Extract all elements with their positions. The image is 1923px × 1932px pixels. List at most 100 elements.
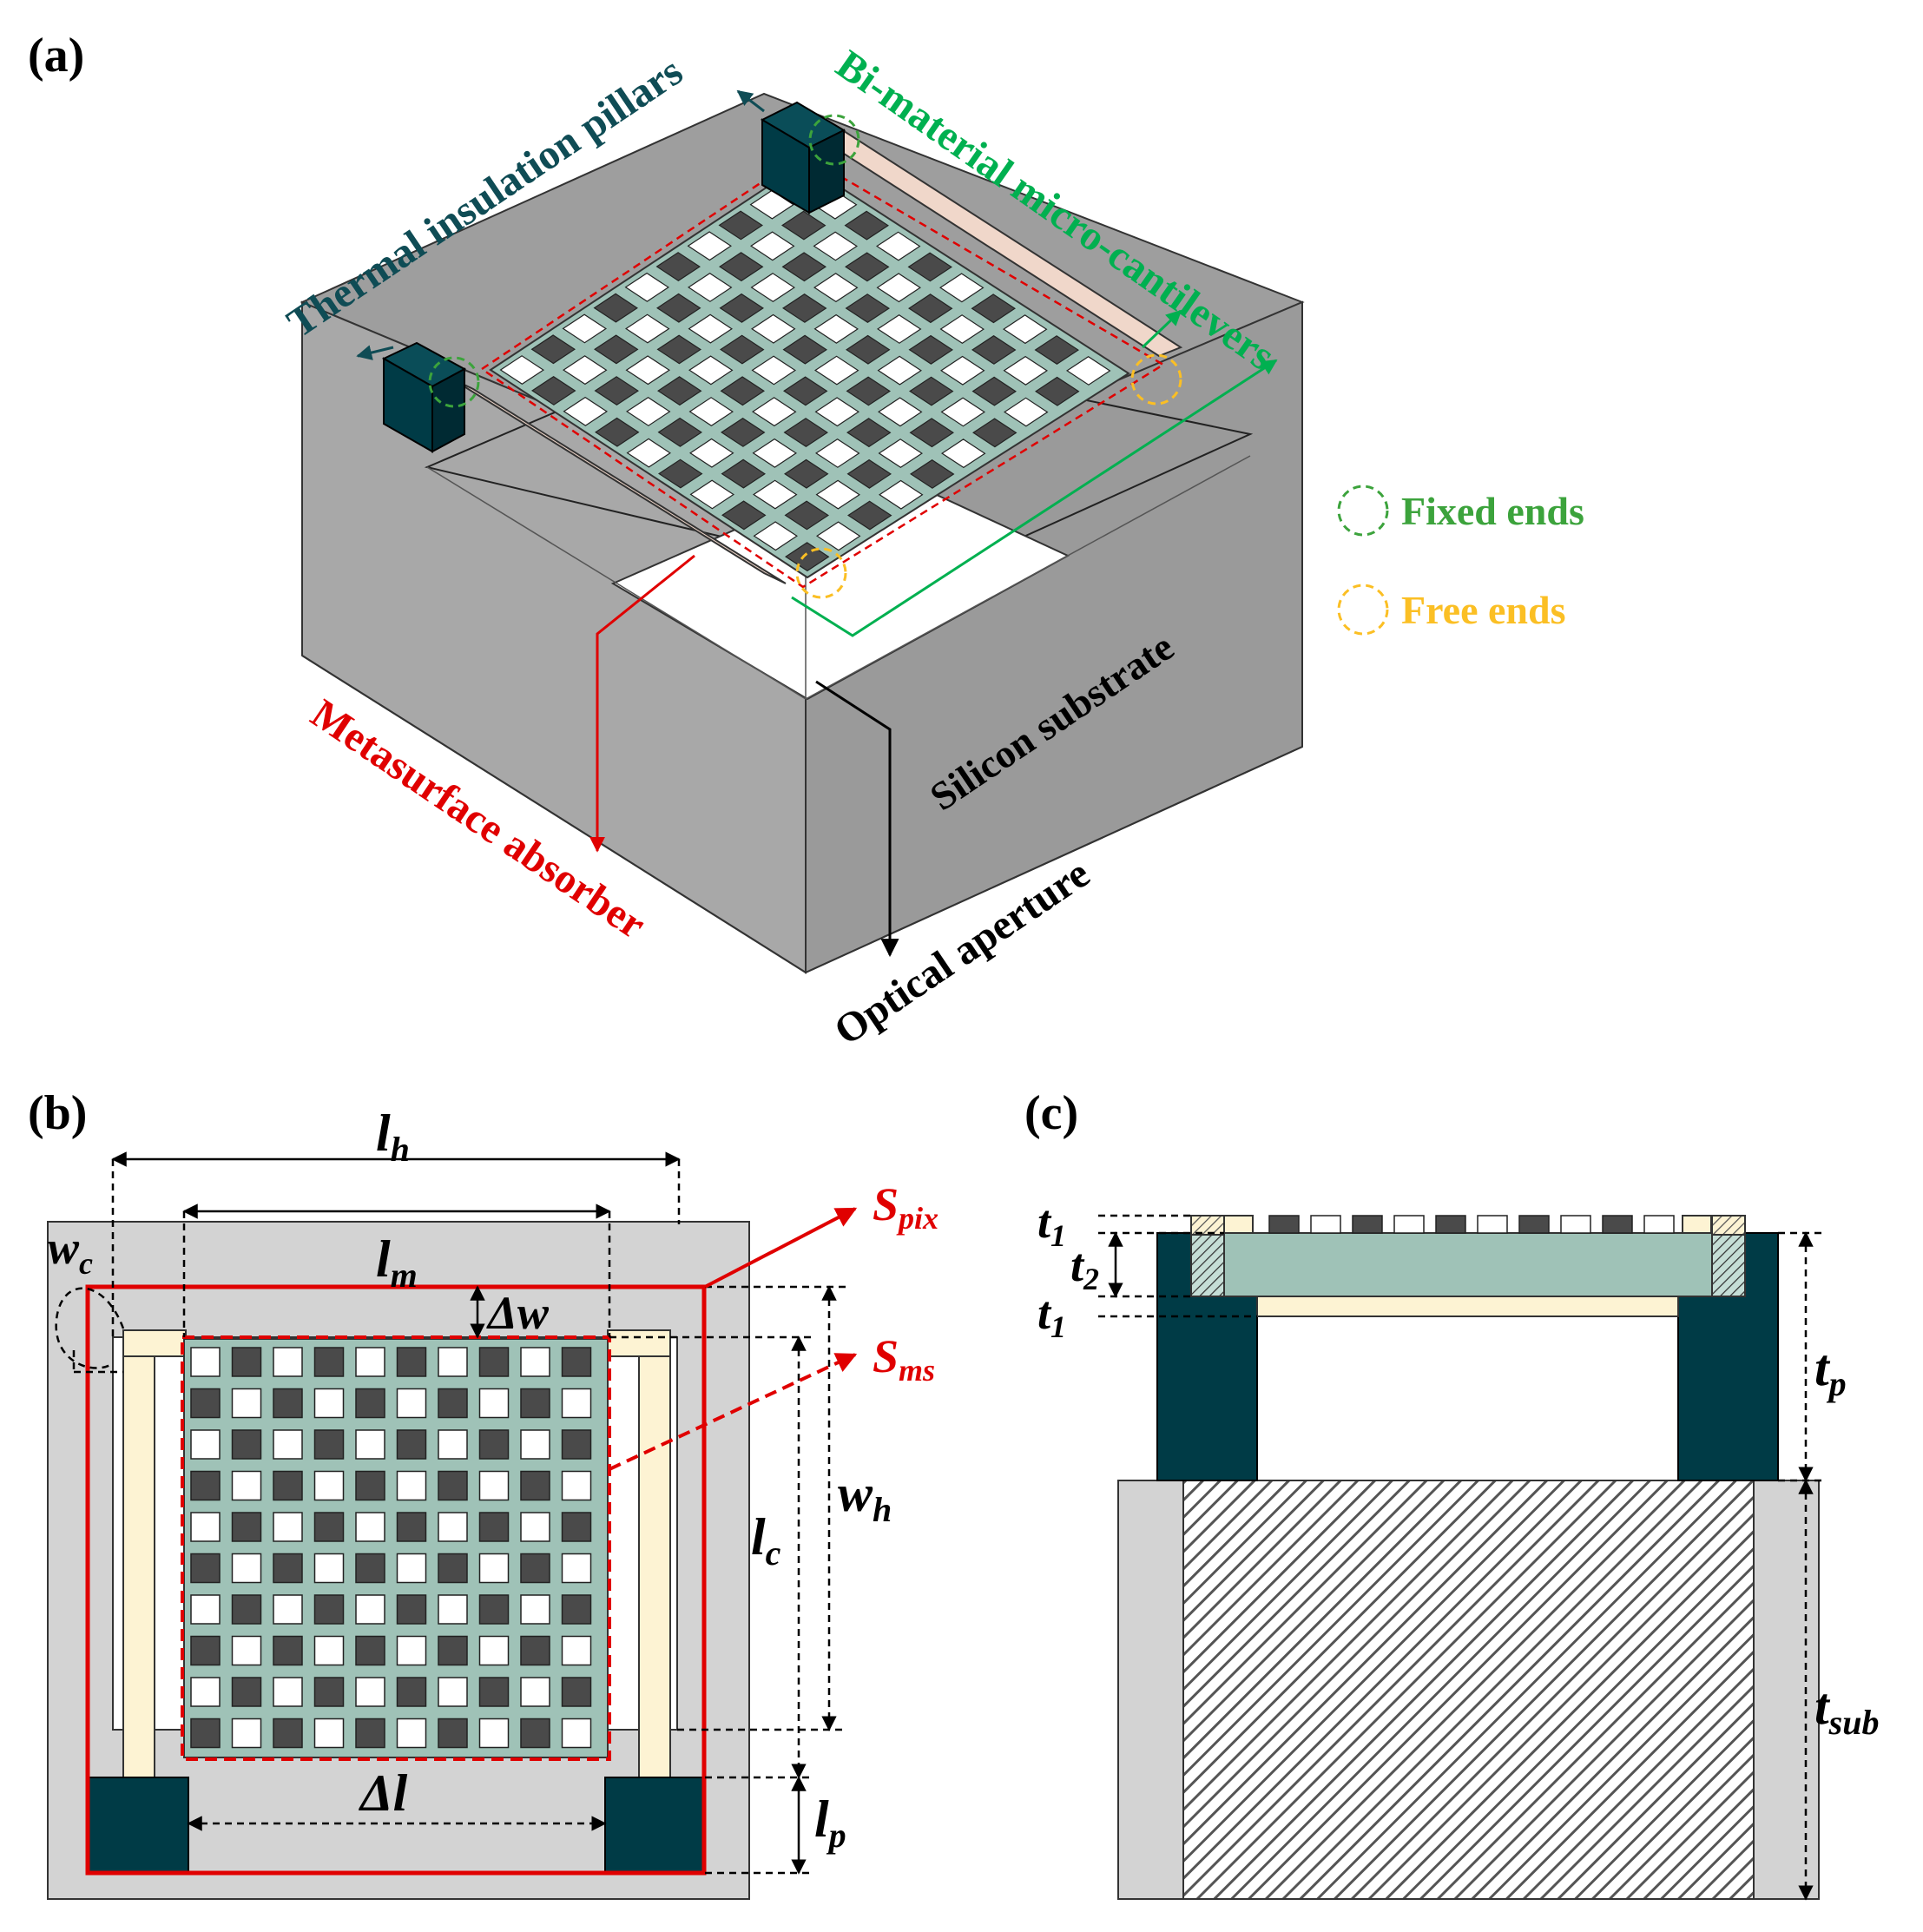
unit-cell <box>478 1429 510 1460</box>
section-cell <box>1352 1215 1383 1234</box>
unit-cell <box>190 1553 221 1584</box>
unit-cell <box>313 1512 345 1542</box>
plate-cell <box>752 438 797 468</box>
substrate-hatched <box>1182 1480 1755 1900</box>
plate-cell <box>689 438 734 468</box>
plate-cell <box>815 438 860 468</box>
section-cell <box>1435 1215 1466 1234</box>
unit-cell <box>520 1429 550 1460</box>
panel-a: (a) <box>28 29 1584 1054</box>
layer-hatch-left <box>1190 1232 1225 1297</box>
unit-cell <box>355 1553 385 1584</box>
unit-cell <box>313 1718 345 1749</box>
unit-cell <box>396 1677 427 1707</box>
plate-cell <box>594 376 639 406</box>
unit-cell <box>561 1553 592 1584</box>
plate-cell <box>783 376 828 406</box>
plate-cell <box>720 376 765 406</box>
plate-cell <box>844 210 889 241</box>
plate-cell <box>721 417 766 447</box>
plate-cell <box>594 334 639 365</box>
unit-cell <box>396 1718 427 1749</box>
unit-cell <box>190 1470 221 1501</box>
cantilever-right <box>638 1329 671 1778</box>
plate-cell <box>595 417 640 447</box>
unit-cell <box>313 1388 345 1419</box>
unit-cell <box>396 1470 427 1501</box>
plate-cell <box>846 376 891 406</box>
unit-cell <box>273 1347 303 1377</box>
unit-cell <box>313 1553 345 1584</box>
plate-cell <box>846 418 892 448</box>
unit-cell <box>478 1553 510 1584</box>
plate-cell <box>814 397 859 427</box>
unit-cell <box>478 1677 510 1707</box>
dl-symbol: Δl <box>359 1764 408 1822</box>
plate-cell <box>971 376 1017 406</box>
plate-cell <box>784 500 829 531</box>
plate-cell <box>909 376 954 406</box>
unit-cell <box>438 1347 468 1377</box>
unit-cell <box>231 1512 262 1542</box>
plate-cell <box>940 397 985 427</box>
plate-cell <box>688 397 734 427</box>
unit-cell <box>273 1594 303 1625</box>
spix-arrow <box>704 1207 858 1289</box>
top-beige-right <box>1682 1215 1712 1234</box>
wc-symbol: wc <box>48 1222 93 1281</box>
plate-cell <box>814 355 859 386</box>
unit-cell <box>520 1512 550 1542</box>
top-beige-left <box>1223 1215 1254 1234</box>
unit-cell <box>561 1512 592 1542</box>
sms-arrow <box>609 1353 858 1471</box>
plate-cell <box>1004 397 1049 427</box>
plate-cell <box>909 418 954 448</box>
unit-cell <box>438 1429 468 1460</box>
lc-symbol: lc <box>751 1508 781 1573</box>
wh-symbol: wh <box>838 1465 892 1529</box>
plate-cell <box>878 397 923 427</box>
plate-cell <box>626 438 671 468</box>
top-hatch-left <box>1190 1215 1225 1236</box>
unit-cell <box>396 1347 427 1377</box>
unit-cell <box>478 1470 510 1501</box>
unit-cell <box>478 1347 510 1377</box>
plate-cell <box>815 479 860 510</box>
pillar-arrow-right <box>736 89 765 113</box>
unit-cell <box>561 1677 592 1707</box>
t2-symbol: t2 <box>1070 1239 1099 1296</box>
legend-fixed-label: Fixed ends <box>1401 489 1584 533</box>
unit-cell <box>478 1512 510 1542</box>
plate-cell <box>1035 376 1080 406</box>
unit-cell <box>355 1594 385 1625</box>
plate-cell <box>625 355 670 386</box>
unit-cell <box>273 1677 303 1707</box>
lm-symbol: lm <box>376 1230 418 1295</box>
unit-cell <box>478 1635 510 1666</box>
unit-cell <box>273 1635 303 1666</box>
plate-cell <box>687 231 732 261</box>
plate-cell <box>657 417 702 447</box>
unit-cell <box>520 1388 550 1419</box>
absorber-outline <box>479 153 1166 589</box>
unit-cell <box>438 1677 468 1707</box>
plate-cell <box>846 458 892 489</box>
plate-cell <box>656 334 701 365</box>
plate-cell <box>876 231 921 261</box>
plate-cell <box>499 355 544 386</box>
plate-cell <box>563 396 608 426</box>
unit-cell <box>520 1553 550 1584</box>
unit-cell <box>190 1347 221 1377</box>
plate-cell <box>908 293 953 324</box>
unit-cell <box>396 1388 427 1419</box>
plate-cell <box>657 376 702 406</box>
section-cell <box>1518 1215 1550 1234</box>
unit-cell <box>355 1718 385 1749</box>
unit-cell <box>190 1388 221 1419</box>
plate-cell <box>941 438 986 469</box>
spix-symbol: Spix <box>873 1178 938 1236</box>
unit-cell <box>231 1635 262 1666</box>
unit-cell <box>396 1512 427 1542</box>
panel-label-c: (c) <box>1024 1086 1078 1140</box>
